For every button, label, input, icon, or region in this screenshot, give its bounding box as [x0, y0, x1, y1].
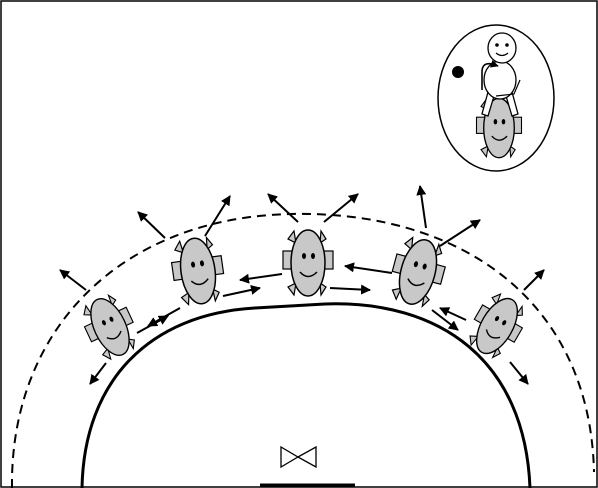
player-turning-with-ball [438, 25, 554, 171]
ball-icon [452, 66, 464, 78]
smiley-player [283, 230, 333, 296]
